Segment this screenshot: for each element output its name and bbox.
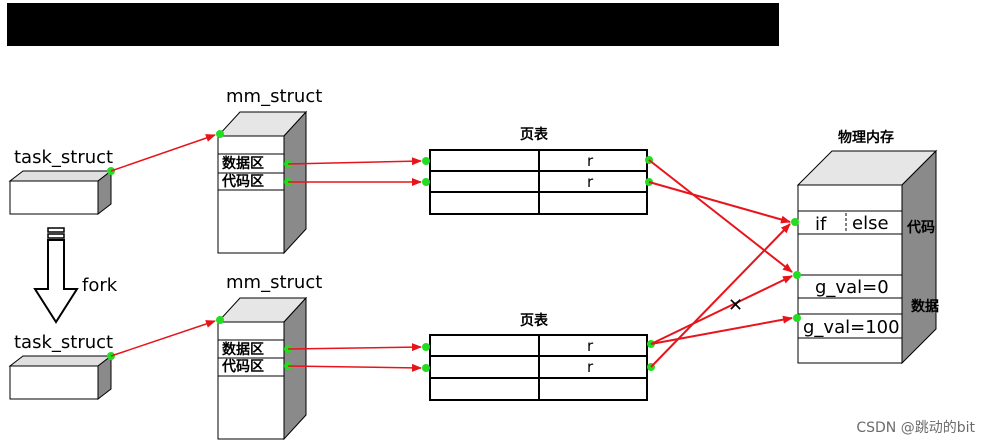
code-else-text: else (852, 213, 889, 234)
pointer-arrows (110, 134, 422, 372)
arrow-parent-task-to-mm (110, 134, 216, 172)
parent-pt-left-dot-1 (422, 157, 430, 165)
child-page-table-label: 页表 (520, 312, 549, 329)
parent-code-area-label: 代码区 (221, 173, 264, 190)
watermark: CSDN @跳动的bit (856, 420, 975, 436)
child-pt-left-dot-2 (422, 364, 430, 372)
parent-task-struct-label: task_struct (14, 147, 113, 168)
fork-label: fork (82, 275, 118, 296)
arrow-child-pt1-to-gval-parent (650, 275, 793, 345)
page-table-arrows (648, 159, 793, 368)
child-mm-struct-label: mm_struct (226, 272, 322, 293)
terminal-output: father pid: 17945, ppid: 16889, [g_val: … (7, 3, 779, 127)
parent-task-struct-box (8, 169, 113, 216)
child-data-area-label: 数据区 (222, 341, 264, 358)
physical-memory-box (796, 149, 938, 365)
code-entry-dot (791, 218, 799, 226)
parent-page-table (429, 149, 648, 215)
code-side-label: 代码 (906, 219, 935, 236)
g-val-parent-dot (793, 271, 801, 279)
arrow-child-data-to-pt (287, 343, 422, 352)
child-mm-dot (216, 316, 224, 324)
parent-mm-struct-label: mm_struct (226, 86, 322, 107)
child-code-area-label: 代码区 (221, 358, 264, 375)
parent-mm-dot (216, 130, 224, 138)
child-page-row-1-perm: r (587, 337, 594, 355)
child-mm-struct-box (216, 296, 308, 441)
child-page-row-2-perm: r (587, 358, 594, 376)
g-val-child-dot (793, 314, 801, 322)
child-task-struct-label: task_struct (14, 332, 113, 353)
child-page-table (429, 334, 648, 401)
fork-arrow (33, 227, 79, 324)
arrow-child-pt2-to-code (650, 223, 791, 368)
arrow-parent-pt2-to-code (648, 181, 791, 224)
physical-memory-label: 物理内存 (838, 129, 894, 146)
arrow-child-code-to-pt (287, 363, 422, 372)
parent-page-row-2-perm: r (587, 173, 594, 191)
arrow-child-pt1-to-gval-child (650, 315, 793, 345)
cross-mark: ✕ (728, 295, 743, 316)
child-task-struct-box (8, 354, 113, 401)
child-pt-left-dot-1 (422, 343, 430, 351)
g-val-child-text: g_val=100 (803, 317, 900, 338)
parent-page-row-1-perm: r (587, 152, 594, 170)
parent-page-table-label: 页表 (520, 126, 549, 143)
parent-data-area-label: 数据区 (222, 155, 264, 172)
arrow-child-task-to-mm (110, 320, 216, 357)
arrow-parent-pt1-to-gval (648, 159, 793, 273)
parent-pt-left-dot-2 (422, 178, 430, 186)
arrow-parent-data-to-pt (287, 157, 422, 166)
code-if-text: if (815, 214, 827, 235)
terminal-line-father: father pid: 17945, ppid: 16889, [g_val: … (12, 48, 536, 64)
data-side-label: 数据 (911, 298, 939, 315)
g-val-parent-text: g_val=0 (815, 277, 889, 298)
parent-mm-struct-box (216, 110, 308, 255)
